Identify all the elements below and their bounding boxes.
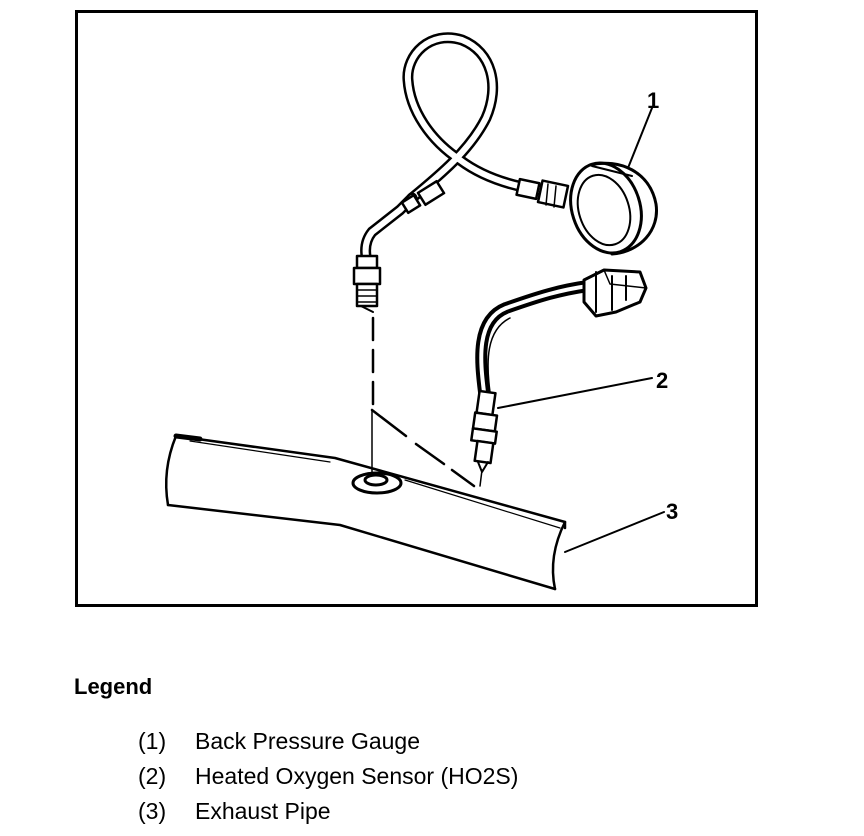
exhaust-pipe-drawing [164, 433, 567, 591]
legend-item: (3) Exhaust Pipe [138, 794, 518, 829]
leader-line-3 [564, 511, 665, 553]
legend-item: (2) Heated Oxygen Sensor (HO2S) [138, 759, 518, 794]
legend-item-number: (2) [138, 763, 167, 789]
legend-item: (1) Back Pressure Gauge [138, 724, 518, 759]
oxygen-sensor-drawing [370, 268, 648, 488]
legend-item-label: Heated Oxygen Sensor (HO2S) [195, 763, 519, 789]
diagram-frame [75, 10, 758, 607]
leader-line-2 [497, 377, 653, 409]
callout-1: 1 [647, 88, 659, 113]
legend-item-label: Back Pressure Gauge [195, 728, 421, 754]
callout-2: 2 [656, 368, 668, 393]
callout-3: 3 [666, 499, 678, 524]
legend-item-label: Exhaust Pipe [195, 798, 331, 824]
legend-item-number: (1) [138, 728, 167, 754]
legend-list: (1) Back Pressure Gauge (2) Heated Oxygen … [138, 724, 518, 829]
legend-item-number: (3) [138, 798, 167, 824]
leader-line-1 [627, 107, 653, 169]
legend-title: Legend [74, 674, 153, 699]
back-pressure-gauge-drawing [352, 32, 658, 473]
